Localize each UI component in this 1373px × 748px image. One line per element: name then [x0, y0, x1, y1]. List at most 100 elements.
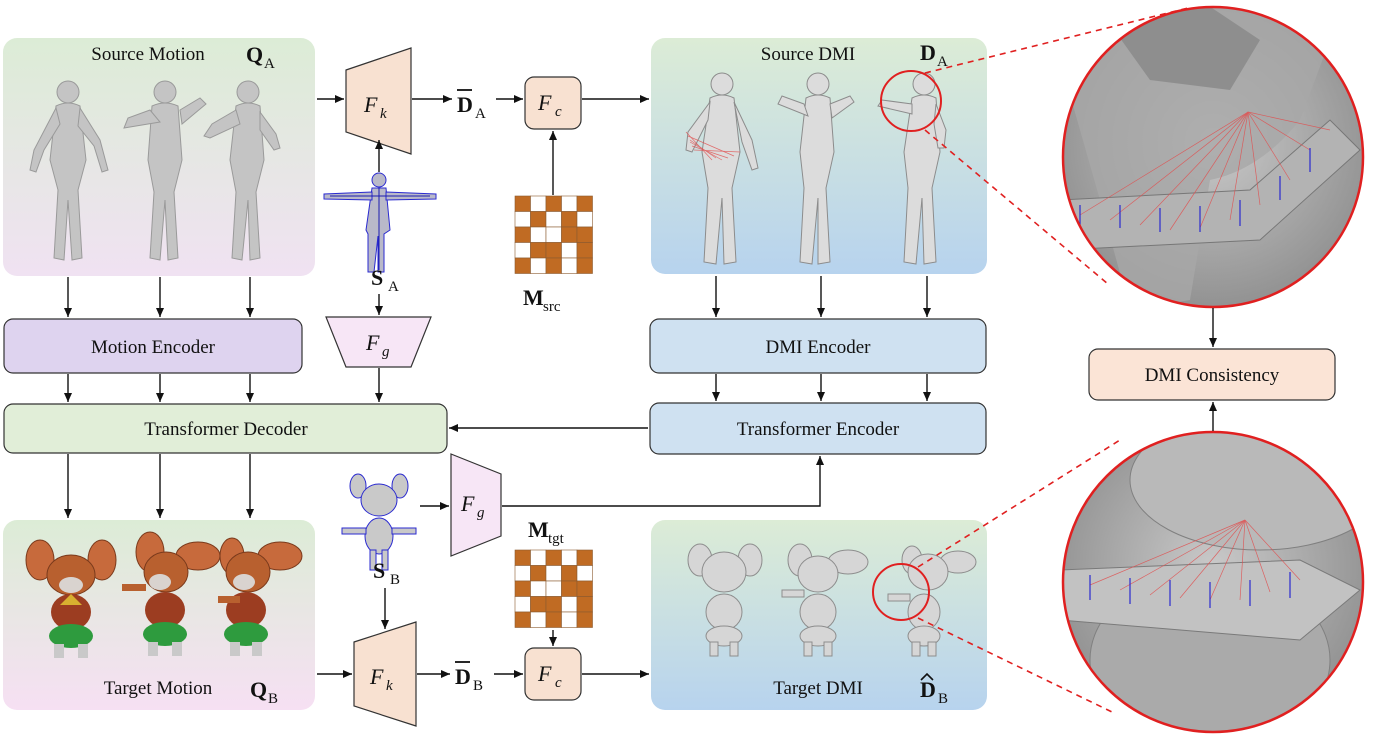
source-motion-title: Source Motion: [91, 44, 205, 65]
dmi-consistency-block: DMI Consistency: [1088, 348, 1336, 401]
svg-text:D: D: [920, 677, 936, 702]
svg-text:c: c: [555, 104, 562, 120]
svg-text:k: k: [386, 678, 393, 694]
mask-cell: [576, 565, 593, 582]
mask-cell: [530, 611, 547, 628]
mask-cell: [514, 211, 531, 228]
mask-cell: [514, 195, 531, 212]
dbar-b-label: D B: [455, 661, 483, 694]
svg-text:S: S: [371, 265, 383, 290]
mask-cell: [561, 596, 578, 613]
svg-text:D: D: [457, 92, 473, 117]
mask-cell: [545, 242, 562, 259]
mask-cell: [530, 211, 547, 228]
source-mask-label: M src: [523, 285, 561, 315]
svg-text:S: S: [373, 558, 385, 583]
mask-cell: [545, 195, 562, 212]
mask-cell: [530, 257, 547, 274]
target-skeleton: [341, 473, 417, 571]
mask-cell: [561, 242, 578, 259]
svg-text:DMI Consistency: DMI Consistency: [1145, 365, 1280, 386]
svg-text:D: D: [455, 664, 471, 689]
mask-cell: [561, 211, 578, 228]
mask-cell: [545, 211, 562, 228]
mask-cell: [545, 565, 562, 582]
mask-cell: [514, 565, 531, 582]
svg-text:F: F: [537, 661, 552, 686]
mask-cell: [530, 549, 547, 566]
source-motion-figure: [123, 80, 207, 261]
target-zoom-view: [1061, 430, 1365, 734]
source-dmi-figure: [685, 72, 759, 265]
svg-text:A: A: [937, 54, 948, 70]
mask-cell: [576, 257, 593, 274]
fc-operator-top: F c: [524, 76, 582, 130]
mask-cell: [514, 242, 531, 259]
mask-cell: [561, 257, 578, 274]
fg-operator-source: F g: [325, 316, 432, 368]
mask-cell: [545, 226, 562, 243]
target-motion-title: Target Motion: [104, 678, 213, 699]
svg-text:g: g: [477, 505, 485, 521]
target-dmi-symbol: D B: [920, 672, 948, 707]
source-zoom-marker: [880, 70, 942, 132]
svg-text:Q: Q: [250, 677, 267, 702]
motion-encoder-block: Motion Encoder: [3, 318, 303, 374]
target-dmi-character: [781, 543, 869, 657]
source-dmi-symbol: D A: [920, 40, 948, 70]
mask-cell: [514, 549, 531, 566]
svg-text:A: A: [388, 279, 399, 295]
svg-text:DMI Encoder: DMI Encoder: [766, 337, 872, 358]
mask-cell: [576, 580, 593, 597]
source-zoom-view: [1061, 5, 1365, 309]
mask-cell: [576, 195, 593, 212]
source-dmi-title: Source DMI: [761, 44, 855, 65]
mask-cell: [576, 242, 593, 259]
mask-cell: [514, 580, 531, 597]
target-motion-character: [122, 531, 221, 656]
source-skeleton-label: S A: [371, 265, 399, 295]
target-mask-label: M tgt: [528, 517, 565, 547]
mask-cell: [545, 257, 562, 274]
source-dmi-figure: [777, 72, 855, 265]
target-dmi-panel: Target DMI D B: [651, 520, 987, 710]
svg-text:Q: Q: [246, 42, 263, 67]
mask-cell: [514, 257, 531, 274]
target-dmi-character: [887, 545, 977, 657]
target-dmi-title: Target DMI: [773, 678, 863, 699]
target-skeleton-label: S B: [373, 558, 400, 588]
mask-cell: [576, 611, 593, 628]
mask-cell: [545, 596, 562, 613]
mask-cell: [576, 211, 593, 228]
svg-text:D: D: [920, 40, 936, 65]
source-dmi-panel: Source DMI D A: [651, 38, 987, 274]
mask-cell: [561, 195, 578, 212]
svg-text:B: B: [938, 691, 948, 707]
svg-text:F: F: [365, 330, 380, 355]
mask-cell: [514, 596, 531, 613]
mask-cell: [576, 596, 593, 613]
source-motion-symbol: Q A: [246, 42, 275, 72]
mask-cell: [530, 226, 547, 243]
mask-cell: [530, 596, 547, 613]
svg-text:g: g: [382, 344, 390, 360]
dmi-interaction-lines: [685, 131, 741, 161]
fk-operator-top: F k: [345, 47, 412, 155]
mask-cell: [530, 242, 547, 259]
svg-text:A: A: [264, 56, 275, 72]
svg-text:Motion Encoder: Motion Encoder: [91, 337, 216, 358]
mask-cell: [561, 549, 578, 566]
source-mask-matrix: [514, 195, 593, 274]
svg-text:B: B: [390, 572, 400, 588]
mask-cell: [514, 611, 531, 628]
svg-text:F: F: [369, 664, 384, 689]
svg-text:src: src: [543, 299, 561, 315]
mask-cell: [545, 580, 562, 597]
zoom-connector-lines: [917, 7, 1189, 713]
mask-cell: [545, 611, 562, 628]
svg-text:M: M: [523, 285, 544, 310]
svg-text:F: F: [537, 90, 552, 115]
source-skeleton: [323, 172, 437, 273]
mask-cell: [530, 565, 547, 582]
